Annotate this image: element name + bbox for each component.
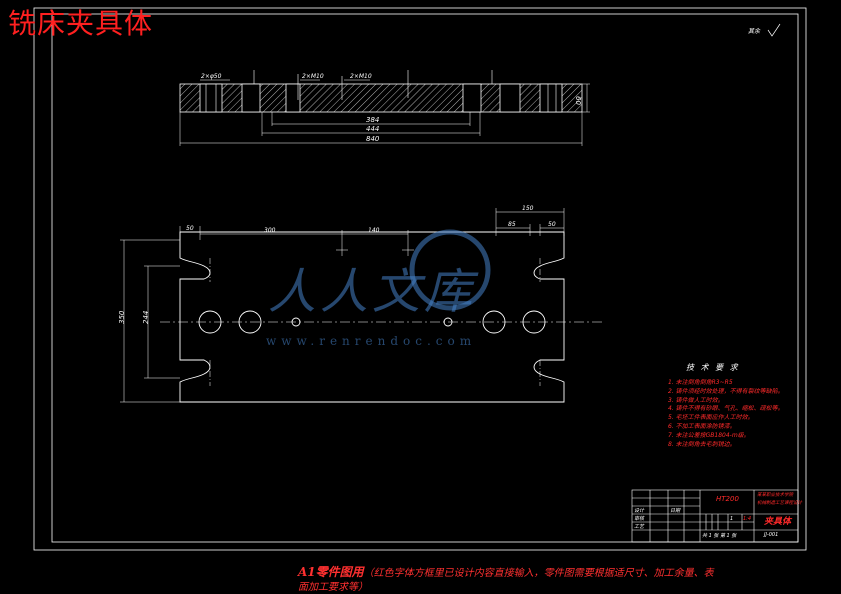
- dim-350: 350: [118, 310, 126, 324]
- tech-item: 2. 铸件须经时效处理，不得有裂纹等缺陷。: [668, 387, 784, 395]
- caption: A1零件图用（红色字体方框里已设计内容直接输入，零件图需要根据适尺寸、加工余量、…: [298, 565, 718, 594]
- tech-item: 4. 铸件不得有砂眼、气孔、缩松、疏松等。: [668, 405, 784, 413]
- tech-item: 1. 未注倒角倒角R3~R5: [668, 379, 733, 386]
- tb-drawing-no: JJ-001: [764, 532, 779, 538]
- caption-body: （红色字体方框里已设计内容直接输入，零件图需要根据适尺寸、加工余量、表面加工要求…: [298, 568, 714, 593]
- tb-scale: 1:4: [743, 516, 752, 522]
- watermark-circle-icon: [409, 229, 491, 311]
- inner-frame: [51, 13, 799, 543]
- tech-item: 5. 毛坯工件表面应作人工时效。: [668, 414, 754, 422]
- caption-lead: A1零件图用: [298, 565, 364, 579]
- plan-view: 50 300 140 150 85 50 350 244: [118, 205, 602, 403]
- dim-50-left: 50: [186, 225, 194, 232]
- corner-note: 其余: [748, 28, 761, 35]
- tb-school: 某某职业技术学院: [757, 493, 793, 498]
- hole-2: [238, 310, 262, 334]
- tech-requirements-list: 1. 未注倒角倒角R3~R5 2. 铸件须经时效处理，不得有裂纹等缺陷。 3. …: [668, 379, 784, 449]
- hole-4: [443, 317, 453, 327]
- title-block: [631, 489, 799, 543]
- tb-checker: 审核: [634, 516, 645, 522]
- dim-thickness: 60: [574, 96, 582, 105]
- dim-840: 840: [366, 135, 380, 143]
- dim-85: 85: [508, 221, 516, 228]
- dim-384: 384: [366, 116, 379, 124]
- dim-slot-left: 2×φ50: [201, 73, 222, 80]
- tb-date: 日期: [670, 508, 681, 514]
- dim-50-right: 50: [548, 221, 556, 228]
- tb-qty: 1: [730, 516, 734, 522]
- hole-1: [198, 310, 222, 334]
- tech-item: 6. 不加工表面涂防锈漆。: [668, 422, 736, 430]
- tb-course: 机械制造工艺课程设计: [757, 501, 802, 506]
- tb-designer: 设计: [634, 508, 645, 514]
- dim-140: 140: [368, 227, 380, 234]
- tb-craft: 工艺: [634, 524, 645, 530]
- hole-6: [522, 310, 546, 334]
- tb-part-name: 夹具体: [764, 517, 792, 527]
- dim-300: 300: [264, 227, 276, 234]
- hole-5: [482, 310, 506, 334]
- hole-3: [291, 317, 301, 327]
- tech-item: 3. 铸件做人工时效。: [668, 396, 724, 404]
- tech-item: 7. 未注公差按GB1804-m级。: [668, 431, 750, 439]
- tech-item: 8. 未注倒角去毛刺锐边。: [668, 440, 736, 448]
- dim-hole-mid2: 2×M10: [350, 73, 372, 80]
- page-title: 铣床夹具体: [8, 7, 154, 40]
- roughness-symbol-icon: [767, 23, 781, 37]
- tech-requirements-title: 技 术 要 求: [686, 363, 740, 372]
- outer-frame: [33, 7, 807, 551]
- dim-444: 444: [366, 125, 379, 133]
- section-view: 2×φ50 2×M10 2×M10 384 444 840 60: [179, 70, 590, 146]
- dim-hole-mid1: 2×M10: [302, 73, 324, 80]
- tb-material: HT200: [716, 495, 739, 503]
- dim-150: 150: [522, 205, 534, 212]
- dim-244: 244: [142, 311, 150, 324]
- watermark-text: 人人文库: [268, 264, 477, 320]
- tb-sheet: 共 1 张 第 1 张: [702, 533, 737, 539]
- watermark-url: www.renrendoc.com: [266, 334, 477, 348]
